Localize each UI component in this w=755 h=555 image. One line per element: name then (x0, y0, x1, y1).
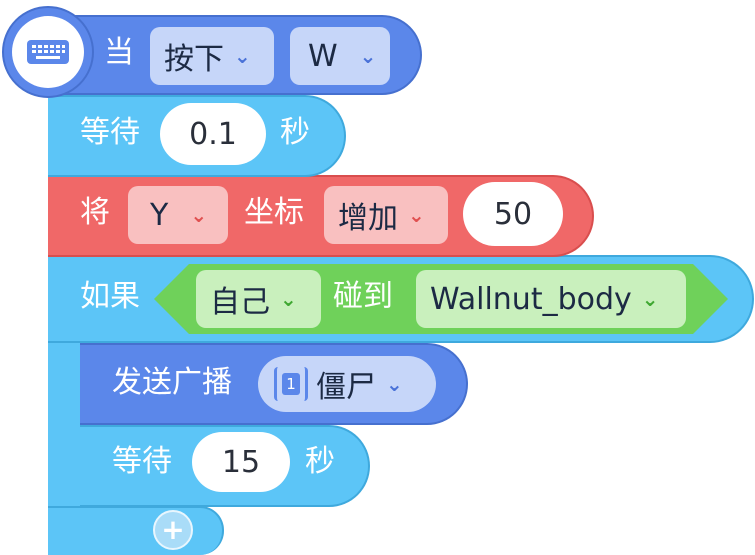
coord-label: 坐标 (244, 195, 304, 230)
chevron-down-icon: ⌄ (386, 372, 403, 396)
touch-label: 碰到 (333, 279, 393, 314)
keyboard-icon-bg (12, 16, 84, 88)
op-dropdown[interactable]: 增加 ⌄ (324, 186, 448, 244)
chevron-down-icon: ⌄ (359, 44, 377, 68)
message-badge: 1 (282, 373, 300, 395)
chevron-down-icon: ⌄ (408, 203, 425, 227)
if-block-footer[interactable] (48, 506, 224, 555)
broadcast-label: 发送广播 (112, 365, 232, 400)
target-dropdown[interactable]: Wallnut_body ⌄ (416, 270, 686, 328)
chevron-down-icon: ⌄ (234, 44, 251, 68)
set-label: 将 (80, 195, 110, 230)
chevron-down-icon: ⌄ (190, 203, 208, 227)
sprite-dropdown[interactable]: 自己 ⌄ (196, 270, 321, 328)
keyboard-icon (27, 40, 69, 64)
key-dropdown[interactable]: W ⌄ (290, 27, 390, 85)
message-dropdown-value: 僵尸 (316, 370, 376, 405)
chevron-down-icon: ⌄ (641, 287, 659, 311)
axis-dropdown-value: Y (150, 197, 169, 233)
if-label: 如果 (80, 279, 140, 314)
add-button[interactable]: + (153, 510, 193, 550)
axis-dropdown[interactable]: Y ⌄ (128, 186, 228, 244)
key-dropdown-value: W (308, 38, 338, 74)
wait-value-input-2[interactable]: 15 (192, 432, 290, 492)
wait-label-1: 等待 (80, 115, 140, 150)
plus-icon: + (161, 513, 185, 546)
op-dropdown-value: 增加 (338, 201, 398, 236)
wait-label-2: 等待 (112, 444, 172, 479)
event-dropdown[interactable]: 按下 ⌄ (150, 27, 274, 85)
when-label: 当 (104, 35, 134, 70)
wait-value-input-1[interactable]: 0.1 (160, 103, 266, 165)
wait-unit-2: 秒 (305, 444, 335, 479)
sprite-dropdown-value: 自己 (210, 285, 270, 320)
message-dropdown[interactable]: 1 僵尸 ⌄ (258, 356, 436, 412)
change-value-input[interactable]: 50 (463, 182, 563, 246)
wait-unit-1: 秒 (280, 115, 310, 150)
event-dropdown-value: 按下 (164, 42, 224, 77)
target-dropdown-value: Wallnut_body (430, 281, 632, 317)
message-icon: 1 (274, 367, 308, 401)
chevron-down-icon: ⌄ (280, 287, 297, 311)
